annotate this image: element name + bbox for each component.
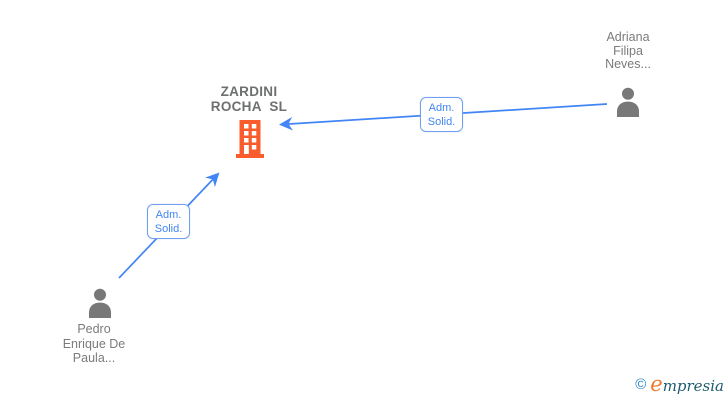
brand-name: mpresia: [662, 377, 724, 395]
building-icon[interactable]: [236, 120, 264, 158]
person-name-adriana[interactable]: Adriana Filipa Neves...: [605, 30, 651, 71]
brand-initial: e: [650, 372, 663, 396]
edge-label-adm-solid-adriana[interactable]: Adm. Solid.: [420, 97, 463, 132]
copyright-icon: ©: [635, 376, 647, 393]
company-name[interactable]: ZARDINI ROCHA SL: [210, 84, 288, 114]
person-icon-adriana[interactable]: [615, 87, 641, 117]
person-icon-pedro[interactable]: [87, 288, 113, 318]
edge-label-adm-solid-pedro[interactable]: Adm. Solid.: [147, 204, 190, 239]
person-name-pedro[interactable]: Pedro Enrique De Paula...: [62, 322, 126, 365]
